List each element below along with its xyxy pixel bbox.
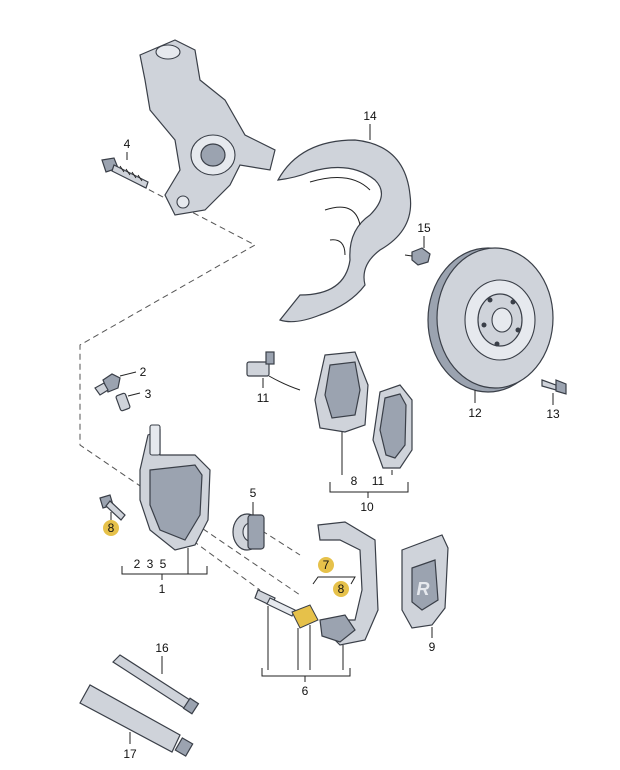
label-bolt-8: 8 [108,521,115,535]
cover-logo: R [417,579,430,599]
bolt-8 [99,494,126,521]
label-1: 1 [159,582,166,596]
splash-shield [276,139,412,323]
caliper-carrier [317,521,379,646]
wear-sensor [246,351,301,391]
label-g10-8: 8 [351,474,358,488]
label-5: 5 [250,486,257,500]
brake-caliper [139,424,211,551]
label-3: 3 [145,387,152,401]
screw-15 [404,247,431,266]
guide-pin [254,589,296,617]
cap-3 [115,392,131,412]
highlight-8-marker [103,520,119,536]
label-g1-2: 2 [134,557,141,571]
brake-pad-inner [314,351,369,433]
label-g1-3: 3 [147,557,154,571]
guide-bush-5 [232,513,265,551]
grease-tube-17 [79,684,194,757]
brake-disc [427,247,554,393]
label-17: 17 [123,747,137,761]
grease-tube-16 [112,654,200,715]
label-12: 12 [468,406,482,420]
label-9: 9 [429,640,436,654]
label-g1-5: 5 [160,557,167,571]
label-g6-7: 7 [323,558,330,572]
label-4: 4 [124,137,131,151]
guide-sleeve-highlighted [291,604,319,629]
label-15: 15 [417,221,431,235]
label-10: 10 [360,500,374,514]
caliper-cover: R [401,534,449,629]
label-g10-11: 11 [372,474,385,488]
steering-knuckle [139,39,276,216]
label-11: 11 [257,391,270,405]
label-13: 13 [546,407,560,421]
screw-13 [541,379,567,395]
highlight-7-marker [318,557,334,573]
label-16: 16 [155,641,169,655]
bolt-4 [101,157,149,189]
label-6: 6 [302,684,309,698]
highlight-8b-marker [333,581,349,597]
brake-pad-outer [372,384,413,469]
label-g6-8: 8 [338,582,345,596]
bleeder-screw-2 [94,373,121,396]
label-14: 14 [363,109,377,123]
label-2: 2 [140,365,147,379]
